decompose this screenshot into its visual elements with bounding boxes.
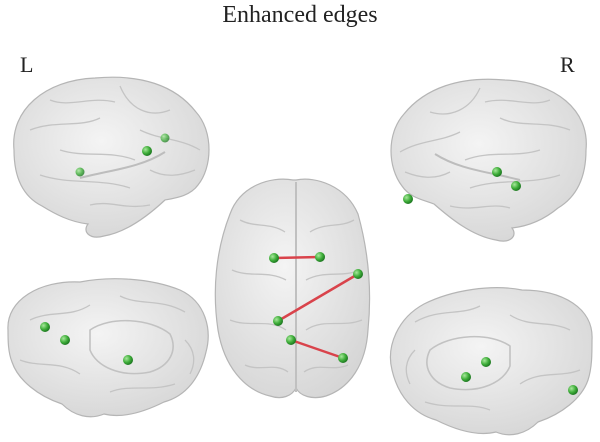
left-hemisphere-label: L xyxy=(20,52,34,77)
brain-view-right-lateral xyxy=(390,78,587,242)
node-left-medial-3 xyxy=(123,355,133,365)
node-left-lateral-1 xyxy=(142,146,152,156)
node-right-medial-2 xyxy=(461,372,471,382)
node-axial-2 xyxy=(315,252,325,262)
edge-1 xyxy=(273,255,321,260)
node-right-lateral-1 xyxy=(492,167,502,177)
node-axial-6 xyxy=(338,353,348,363)
brain-view-axial xyxy=(214,178,371,399)
node-right-medial-1 xyxy=(481,357,491,367)
figure-title: Enhanced edges xyxy=(222,2,378,28)
edge-2 xyxy=(277,272,359,323)
node-axial-4 xyxy=(273,316,283,326)
node-left-lateral-2 xyxy=(160,133,170,143)
brain-view-left-lateral xyxy=(13,76,210,238)
node-axial-1 xyxy=(269,253,279,263)
brain-view-right-medial xyxy=(389,287,593,436)
node-axial-3 xyxy=(353,269,363,279)
node-left-medial-1 xyxy=(40,322,50,332)
node-right-lateral-3 xyxy=(403,194,413,204)
right-hemisphere-label: R xyxy=(560,52,575,77)
node-left-lateral-3 xyxy=(75,167,85,177)
node-right-lateral-2 xyxy=(511,181,521,191)
node-left-medial-2 xyxy=(60,335,70,345)
node-axial-5 xyxy=(286,335,296,345)
edge-3 xyxy=(290,338,344,360)
edges xyxy=(273,255,359,360)
brain-view-left-medial xyxy=(7,278,209,418)
node-right-medial-3 xyxy=(568,385,578,395)
